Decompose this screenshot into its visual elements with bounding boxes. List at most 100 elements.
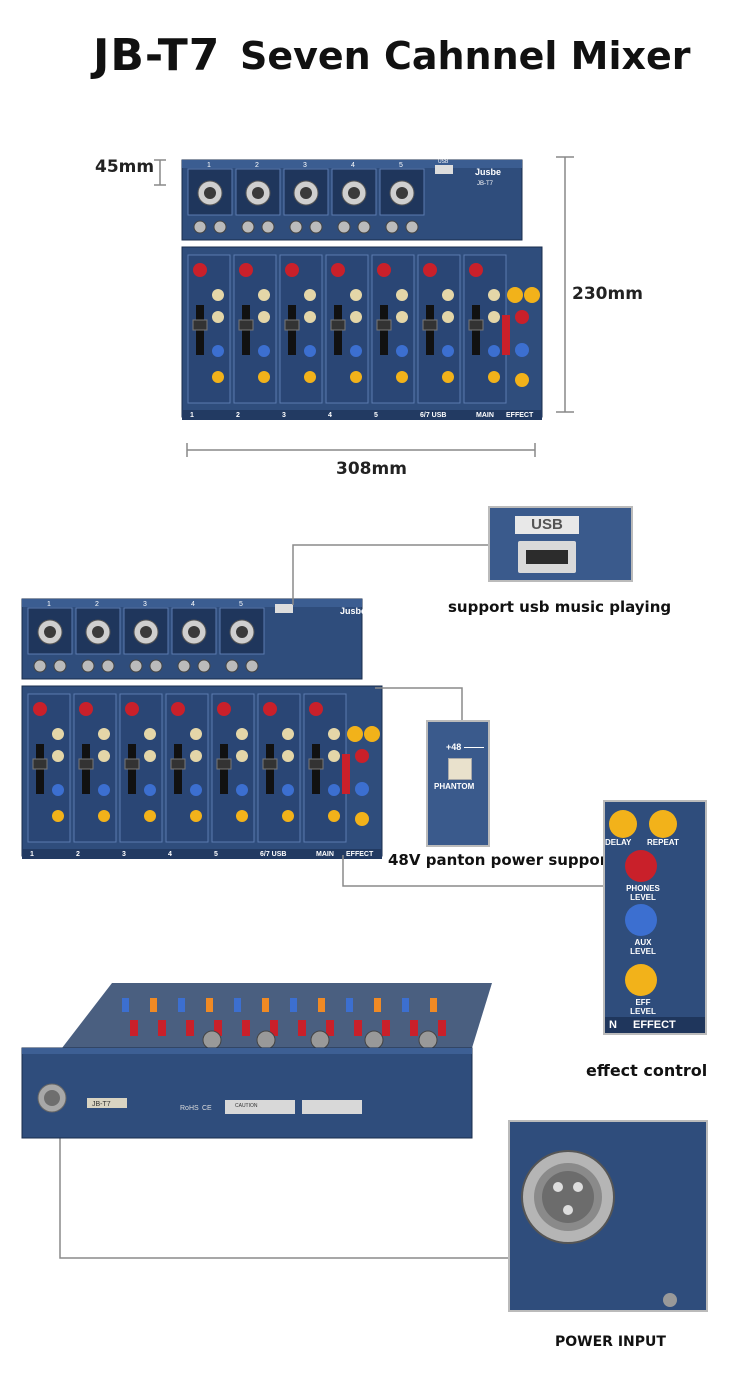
eq-knob-icon bbox=[442, 311, 454, 323]
eq-knob-icon bbox=[236, 728, 248, 740]
fader-handle bbox=[308, 758, 324, 770]
eq-knob-icon bbox=[144, 728, 156, 740]
aux-knob-icon bbox=[258, 345, 270, 357]
gain-knob-icon bbox=[263, 702, 277, 716]
depth-dimension-label: 230mm bbox=[572, 284, 643, 304]
xlr-jack-inner bbox=[396, 187, 408, 199]
rear-xlr-jack-icon bbox=[310, 1030, 330, 1050]
xlr-jack-inner bbox=[252, 187, 264, 199]
eq-knob-icon bbox=[328, 750, 340, 762]
height-dimension-label: 45mm bbox=[95, 157, 155, 177]
rear-gain-knob-icon bbox=[242, 1020, 250, 1036]
phantom-caption: 48V panton power support bbox=[388, 851, 615, 869]
gain-knob-icon bbox=[125, 702, 139, 716]
insert-jack-icon bbox=[385, 220, 399, 234]
fader-handle bbox=[170, 758, 186, 770]
rear-model-label: JB-T7 bbox=[92, 1101, 111, 1108]
rear-top-knob-icon bbox=[206, 998, 213, 1012]
rear-top-knob-icon bbox=[150, 998, 157, 1012]
rear-gain-knob-icon bbox=[354, 1020, 362, 1036]
rear-top-knob-icon bbox=[290, 998, 297, 1012]
repeat-knob-icon bbox=[364, 726, 380, 742]
power-connector-icon bbox=[521, 1150, 677, 1307]
eq-knob-icon bbox=[190, 728, 202, 740]
effect-inset-phones: PHONES LEVEL bbox=[626, 884, 660, 902]
gain-knob-icon bbox=[171, 702, 185, 716]
aux-knob-icon bbox=[396, 345, 408, 357]
power-input-inset bbox=[508, 1120, 708, 1312]
eff-knob-icon bbox=[350, 371, 362, 383]
line-jack-icon bbox=[197, 659, 211, 673]
phantom-switch-inset: +48 PHANTOM bbox=[426, 720, 490, 847]
aux-knob-icon bbox=[328, 784, 340, 796]
width-dimension-label: 308mm bbox=[336, 459, 407, 479]
eq-knob-icon bbox=[282, 750, 294, 762]
effect-caption: effect control bbox=[586, 1061, 708, 1080]
aux-knob-icon bbox=[282, 784, 294, 796]
eff-knob-icon bbox=[258, 371, 270, 383]
xlr-jack-inner bbox=[140, 626, 152, 638]
channel-number-label: 3 bbox=[303, 162, 307, 169]
strip-bottom-label: 6/7 USB bbox=[420, 412, 446, 419]
aux-knob-icon bbox=[212, 345, 224, 357]
channel-number-label: 3 bbox=[143, 601, 147, 608]
eq-knob-icon bbox=[350, 289, 362, 301]
eq-knob-icon bbox=[212, 311, 224, 323]
aux-knob-icon bbox=[350, 345, 362, 357]
mixer-model-label: JB-T7 bbox=[477, 181, 494, 187]
eff-knob-icon bbox=[52, 810, 64, 822]
rear-top-knob-icon bbox=[374, 998, 381, 1012]
fader-handle bbox=[238, 319, 254, 331]
line-jack-icon bbox=[245, 659, 259, 673]
eff-knob-icon bbox=[282, 810, 294, 822]
eq-knob-icon bbox=[304, 311, 316, 323]
eff-knob-icon bbox=[190, 810, 202, 822]
fader-handle bbox=[376, 319, 392, 331]
channel-number-label: 5 bbox=[239, 601, 243, 608]
xlr-jack-inner bbox=[236, 626, 248, 638]
rear-gain-knob-icon bbox=[158, 1020, 166, 1036]
effect-inset-aux: AUX LEVEL bbox=[630, 938, 656, 956]
strip-bottom-label: 3 bbox=[282, 412, 286, 419]
fader-handle bbox=[192, 319, 208, 331]
rohs-mark: RoHS bbox=[180, 1105, 199, 1112]
insert-jack-icon bbox=[241, 220, 255, 234]
rear-gain-knob-icon bbox=[186, 1020, 194, 1036]
xlr-jack-inner bbox=[188, 626, 200, 638]
gain-knob-icon bbox=[33, 702, 47, 716]
eff-knob-icon bbox=[442, 371, 454, 383]
gain-knob-icon bbox=[469, 263, 483, 277]
aux-knob-icon bbox=[236, 784, 248, 796]
gain-knob-icon bbox=[217, 702, 231, 716]
xlr-jack-inner bbox=[204, 187, 216, 199]
eq-knob-icon bbox=[212, 289, 224, 301]
insert-jack-icon bbox=[129, 659, 143, 673]
power-input-caption: POWER INPUT bbox=[555, 1334, 666, 1350]
channel-number-label: 2 bbox=[95, 601, 99, 608]
aux-knob-icon bbox=[304, 345, 316, 357]
effect-inset-repeat: REPEAT bbox=[647, 838, 679, 847]
aux-knob-icon bbox=[144, 784, 156, 796]
phantom-inset-value: +48 bbox=[446, 742, 462, 752]
eff-knob-icon bbox=[236, 810, 248, 822]
fader-handle bbox=[32, 758, 48, 770]
insert-jack-icon bbox=[337, 220, 351, 234]
eq-knob-icon bbox=[144, 750, 156, 762]
page-title-model: JB-T7 bbox=[93, 30, 221, 81]
rear-gain-knob-icon bbox=[326, 1020, 334, 1036]
aux-knob-icon bbox=[442, 345, 454, 357]
usb-port-icon bbox=[518, 541, 576, 573]
aux-level-knob-icon bbox=[355, 782, 369, 796]
eq-knob-icon bbox=[488, 311, 500, 323]
channel-input-box bbox=[219, 607, 265, 655]
rear-top-knob-icon bbox=[122, 998, 129, 1012]
eff-knob-icon bbox=[144, 810, 156, 822]
fader-handle bbox=[216, 758, 232, 770]
phones-knob-icon bbox=[355, 749, 369, 763]
rear-gain-knob-icon bbox=[438, 1020, 446, 1036]
aux-knob-icon bbox=[488, 345, 500, 357]
eff-level-knob-icon bbox=[515, 373, 529, 387]
eq-knob-icon bbox=[190, 750, 202, 762]
line-jack-icon bbox=[309, 220, 323, 234]
